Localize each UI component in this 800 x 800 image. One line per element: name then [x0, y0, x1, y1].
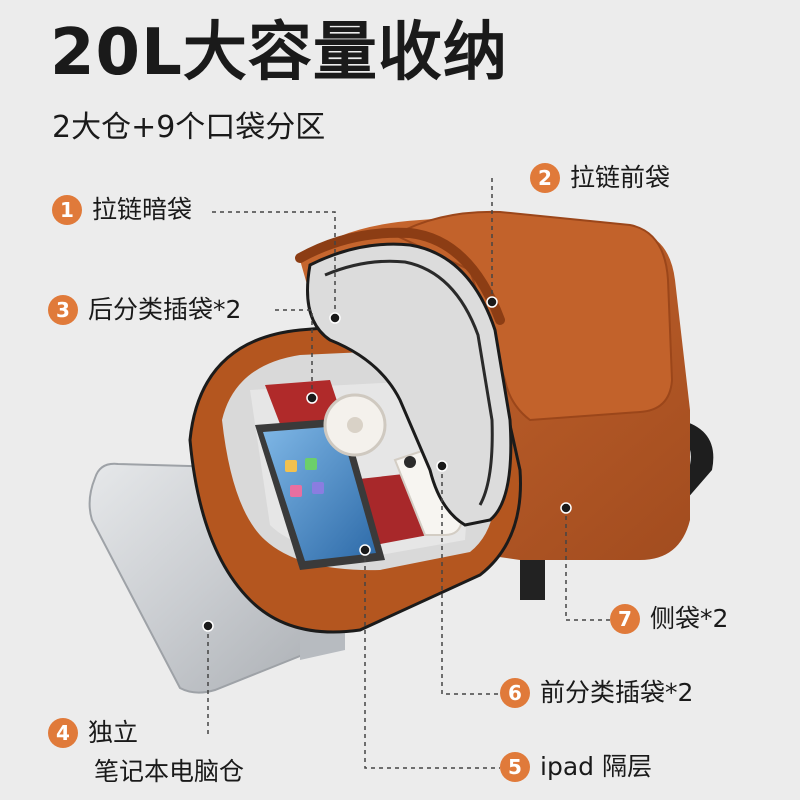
callout-number: 4: [48, 718, 78, 748]
callout-label: 前分类插袋*2: [540, 678, 694, 707]
callout-number: 1: [52, 195, 82, 225]
callout-1: 1 拉链暗袋: [52, 195, 192, 225]
callout-label-line2: 笔记本电脑仓: [94, 757, 245, 786]
page-title: 20L大容量收纳: [50, 16, 508, 90]
callout-2: 2 拉链前袋: [530, 163, 670, 193]
callout-number: 2: [530, 163, 560, 193]
callout-6: 6 前分类插袋*2: [500, 678, 693, 708]
callout-7: 7 侧袋*2: [610, 604, 728, 634]
callout-label: 独立: [88, 718, 139, 747]
callout-3: 3 后分类插袋*2: [48, 295, 241, 325]
page-subtitle: 2大仓+9个口袋分区: [52, 110, 326, 145]
callout-number: 7: [610, 604, 640, 634]
callout-number: 3: [48, 295, 78, 325]
callout-label: 拉链暗袋: [92, 195, 193, 224]
callout-number: 5: [500, 752, 530, 782]
callout-label: 侧袋*2: [650, 604, 729, 633]
callout-number: 6: [500, 678, 530, 708]
callout-5: 5 ipad 隔层: [500, 752, 652, 782]
callout-4: 4 独立: [48, 718, 138, 748]
callout-label: ipad 隔层: [540, 752, 652, 781]
callout-label: 后分类插袋*2: [88, 295, 242, 324]
callout-label: 拉链前袋: [570, 163, 671, 192]
